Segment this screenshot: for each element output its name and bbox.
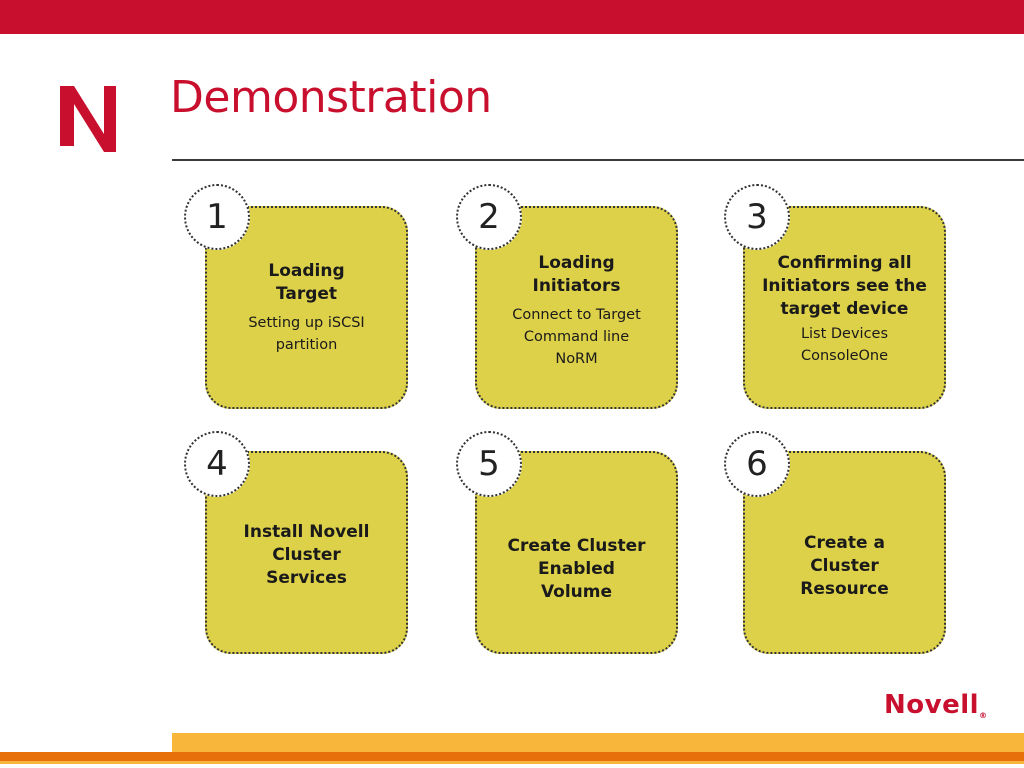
footer-stripe-thin — [0, 761, 1024, 764]
step-title: Install Novell Cluster Services — [243, 522, 370, 588]
page-title: Demonstration — [170, 72, 492, 123]
step-number-badge: 2 — [456, 184, 522, 250]
step-number-badge: 1 — [184, 184, 250, 250]
step-title: Create a Cluster Resource — [800, 533, 889, 599]
novell-n-logo — [60, 86, 116, 152]
step-title: Loading Initiators — [532, 253, 621, 296]
footer-stripe-orange — [0, 752, 1024, 761]
step-detail: Setting up iSCSI partition — [248, 315, 365, 353]
step-number-badge: 3 — [724, 184, 790, 250]
step-detail: Connect to Target — [512, 307, 641, 323]
step-card-3: Confirming all Initiators see the target… — [743, 206, 946, 409]
title-divider — [172, 159, 1024, 161]
step-detail: Command line — [523, 329, 630, 345]
novell-wordmark-logo: Novell® — [884, 690, 988, 720]
step-number-badge: 5 — [456, 431, 522, 497]
footer-stripe-yellow — [172, 733, 1024, 752]
step-number-badge: 6 — [724, 431, 790, 497]
top-banner — [0, 0, 1024, 34]
step-title: Confirming all Initiators see the target… — [762, 253, 927, 319]
step-title: Loading Target — [268, 261, 345, 304]
step-number-badge: 4 — [184, 431, 250, 497]
step-detail: NoRM — [555, 351, 598, 367]
step-detail: List Devices — [800, 326, 889, 342]
step-detail: ConsoleOne — [800, 348, 889, 364]
step-card-6: Create a Cluster Resource — [743, 451, 946, 654]
step-title: Create Cluster Enabled Volume — [507, 536, 646, 602]
